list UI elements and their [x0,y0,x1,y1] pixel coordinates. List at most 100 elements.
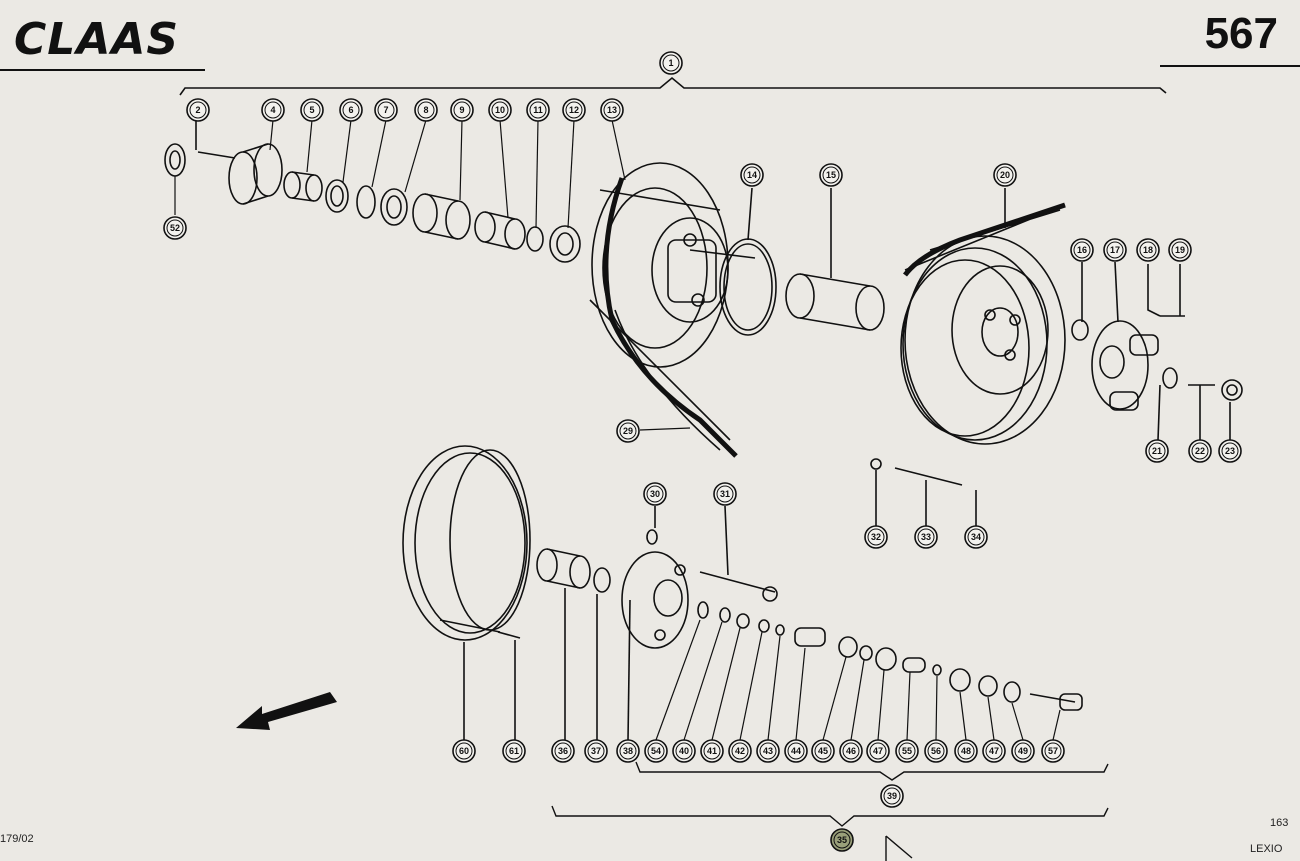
callout-number: 7 [383,105,388,115]
callout-31: 31 [713,482,737,506]
callout-inner-ring [619,742,637,760]
callout-35: 35 [830,828,854,852]
large-ring [402,445,531,740]
callout-inner-ring [303,101,321,119]
callout-21: 21 [1145,439,1169,463]
callout-inner-ring [1148,442,1166,460]
callout-16: 16 [1070,238,1094,262]
callout-inner-ring [1171,241,1189,259]
callout-number: 9 [459,105,464,115]
callout-number: 2 [195,105,200,115]
callout-number: 6 [348,105,353,115]
callout-number: 18 [1143,245,1153,255]
callout-number: 36 [558,746,568,756]
direction-arrow [236,692,337,730]
footer-right-model: LEXIO [1250,843,1283,855]
callout-43: 43 [756,739,780,763]
callout-5: 5 [300,98,324,122]
callout-inner-ring [646,485,664,503]
callout-inner-ring [1139,241,1157,259]
callout-inner-ring [342,101,360,119]
callout-number: 61 [509,746,519,756]
callout-39: 39 [880,784,904,808]
callout-number: 55 [902,746,912,756]
flange-bolt [621,505,778,741]
callout-41: 41 [700,739,724,763]
callout-14: 14 [740,163,764,187]
callout-inner-ring [898,742,916,760]
callout-15: 15 [819,163,843,187]
callout-60: 60 [452,739,476,763]
callout-inner-ring [491,101,509,119]
callout-inner-ring [822,166,840,184]
callout-22: 22 [1188,439,1212,463]
callout-inner-ring [716,485,734,503]
callout-number: 56 [931,746,941,756]
callout-number: 35 [837,835,847,845]
callout-inner-ring [619,422,637,440]
mouse-cursor [885,835,913,861]
callout-44: 44 [784,739,808,763]
callout-20: 20 [993,163,1017,187]
callout-54: 54 [644,739,668,763]
callout-57: 57 [1041,739,1065,763]
callout-number: 15 [826,170,836,180]
callout-40: 40 [672,739,696,763]
callout-inner-ring [554,742,572,760]
callout-inner-ring [377,101,395,119]
pins [870,458,977,528]
callout-inner-ring [417,101,435,119]
hub-flange [1071,261,1243,441]
callout-number: 48 [961,746,971,756]
header: CLAAS 567 [0,9,1300,71]
callout-38: 38 [616,739,640,763]
leader-lines-top [174,119,626,229]
sleeve-tube [785,188,885,331]
v-belt [603,177,738,458]
callout-inner-ring [453,101,471,119]
callout-34: 34 [964,525,988,549]
callout-52: 52 [163,216,187,240]
callout-inner-ring [1221,442,1239,460]
callout-48: 48 [954,739,978,763]
callout-inner-ring [565,101,583,119]
callout-32: 32 [864,525,888,549]
callout-number: 45 [818,746,828,756]
callout-7: 7 [374,98,398,122]
callout-number: 34 [971,532,981,542]
callout-inner-ring [505,742,523,760]
callout-inner-ring [957,742,975,760]
assembly-brace-top [179,76,1167,96]
page-number: 567 [1205,9,1278,58]
callout-inner-ring [166,219,184,237]
callout-4: 4 [261,98,285,122]
callout-inner-ring [833,831,851,849]
callout-inner-ring [985,742,1003,760]
callout-inner-ring [842,742,860,760]
callout-number: 52 [170,223,180,233]
callout-number: 20 [1000,170,1010,180]
footer-right-code: 163 [1270,817,1288,829]
callout-number: 57 [1048,746,1058,756]
callout-number: 30 [650,489,660,499]
drawing-lines [164,118,1243,741]
callout-61: 61 [502,739,526,763]
callout-number: 46 [846,746,856,756]
callout-number: 10 [495,105,505,115]
callout-number: 47 [989,746,999,756]
callout-number: 21 [1152,446,1162,456]
callout-inner-ring [869,742,887,760]
callout-number: 44 [791,746,801,756]
callout-number: 42 [735,746,745,756]
callout-number: 19 [1175,245,1185,255]
callout-inner-ring [814,742,832,760]
callout-number: 16 [1077,245,1087,255]
bracket-39 [635,761,1109,781]
callout-11: 11 [526,98,550,122]
callout-inner-ring [662,54,680,72]
callout-23: 23 [1218,439,1242,463]
callout-inner-ring [917,528,935,546]
callout-2: 2 [186,98,210,122]
callout-inner-ring [867,528,885,546]
